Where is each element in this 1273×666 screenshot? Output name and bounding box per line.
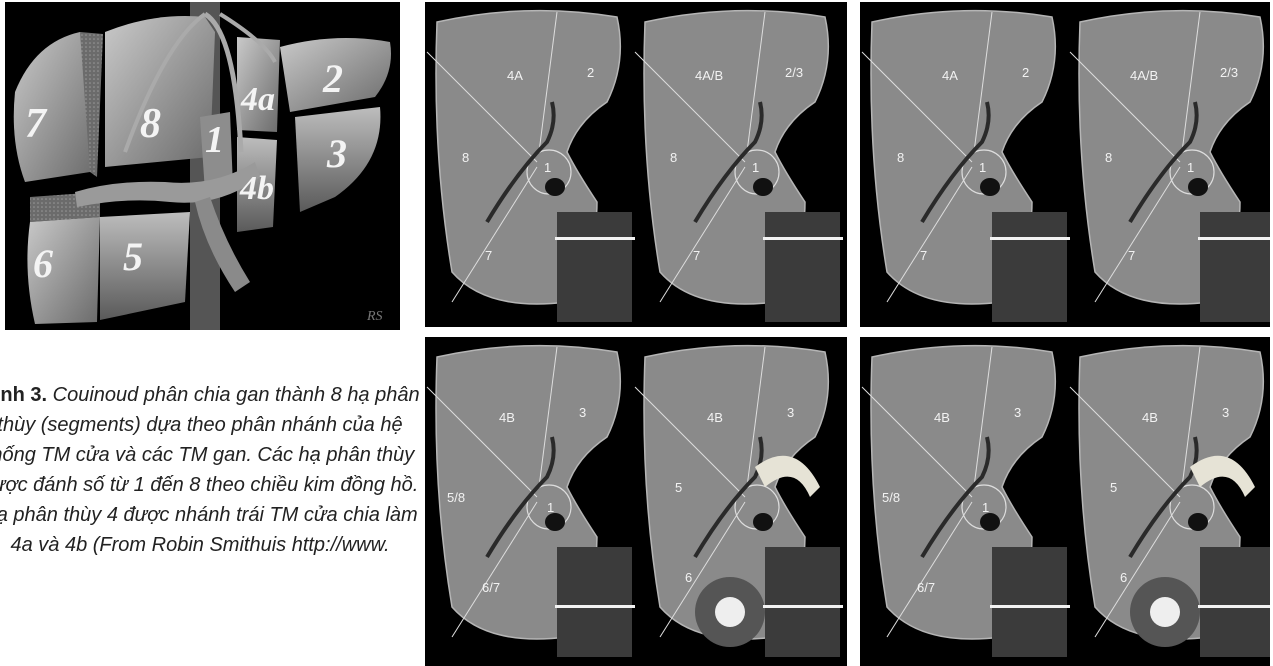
ct-label-6: 6 [685, 570, 692, 585]
caption-body: Couinoud phân chia gan thành 8 hạ phân t… [0, 384, 420, 556]
label-segment-1: 1 [205, 119, 224, 161]
ct-label-2: 2 [1022, 65, 1029, 80]
ct-label-5: 5 [1110, 480, 1117, 495]
ct-label-6-7: 6/7 [482, 580, 500, 595]
ct-label-3: 3 [1014, 405, 1021, 420]
ct-label-2-3: 2/3 [1220, 65, 1238, 80]
ct-label-3: 3 [787, 405, 794, 420]
label-segment-3: 3 [326, 131, 347, 176]
ct-label-6: 6 [1120, 570, 1127, 585]
ct-label-8: 8 [670, 150, 677, 165]
ct-panel-bottom-right: 4B 3 5/8 1 6/7 4B 3 5 6 [860, 337, 1270, 666]
ct-label-1: 1 [544, 160, 551, 175]
liver-3d-drawing: 7 8 1 4a 2 3 4b 6 5 RS [5, 2, 400, 330]
ct-label-2: 2 [587, 65, 594, 80]
label-segment-2: 2 [322, 56, 343, 101]
ct-label-5: 5 [675, 480, 682, 495]
ct-label-7: 7 [920, 248, 927, 263]
ct-label-7: 7 [485, 248, 492, 263]
ct-panel-bottom-left: 4B 3 5/8 1 6/7 4B 3 5 6 [425, 337, 847, 666]
ct-label-8: 8 [462, 150, 469, 165]
ct-label-7: 7 [1128, 248, 1135, 263]
label-segment-6: 6 [33, 241, 53, 286]
ct-label-3: 3 [579, 405, 586, 420]
ct-panel-top-left: 4A 2 8 1 7 4A/B 2/3 8 1 7 [425, 2, 847, 327]
ct-label-1: 1 [979, 160, 986, 175]
liver-segments-illustration: 7 8 1 4a 2 3 4b 6 5 RS [5, 2, 400, 330]
ct-label-5-8: 5/8 [447, 490, 465, 505]
label-segment-7: 7 [25, 101, 48, 147]
artist-signature: RS [366, 309, 383, 324]
ct-label-8: 8 [1105, 150, 1112, 165]
ct-label-4a-b: 4A/B [1130, 68, 1158, 83]
ct-label-4a: 4A [507, 68, 523, 83]
ct-label-4b: 4B [707, 410, 723, 425]
ct-label-4b: 4B [934, 410, 950, 425]
ct-label-1: 1 [752, 160, 759, 175]
ct-label-4b: 4B [499, 410, 515, 425]
segment-5-shape [100, 212, 190, 320]
ct-label-6-7: 6/7 [917, 580, 935, 595]
ct-label-1: 1 [982, 500, 989, 515]
ct-panel-top-right: 4A 2 8 1 7 4A/B 2/3 8 1 7 [860, 2, 1270, 327]
ct-label-2-3: 2/3 [785, 65, 803, 80]
ct-label-4a: 4A [942, 68, 958, 83]
ct-label-5-8: 5/8 [882, 490, 900, 505]
ct-label-7: 7 [693, 248, 700, 263]
ct-label-1: 1 [1187, 160, 1194, 175]
ct-label-3: 3 [1222, 405, 1229, 420]
caption-lead: Hình 3. [0, 384, 47, 406]
label-segment-4b: 4b [239, 170, 274, 207]
label-segment-5: 5 [123, 234, 143, 279]
ct-label-4b: 4B [1142, 410, 1158, 425]
label-segment-4a: 4a [240, 81, 275, 118]
ct-label-4a-b: 4A/B [695, 68, 723, 83]
ct-label-8: 8 [897, 150, 904, 165]
label-segment-8: 8 [140, 101, 161, 147]
ct-label-1: 1 [547, 500, 554, 515]
figure-caption: Hình 3. Couinoud phân chia gan thành 8 h… [0, 380, 430, 560]
